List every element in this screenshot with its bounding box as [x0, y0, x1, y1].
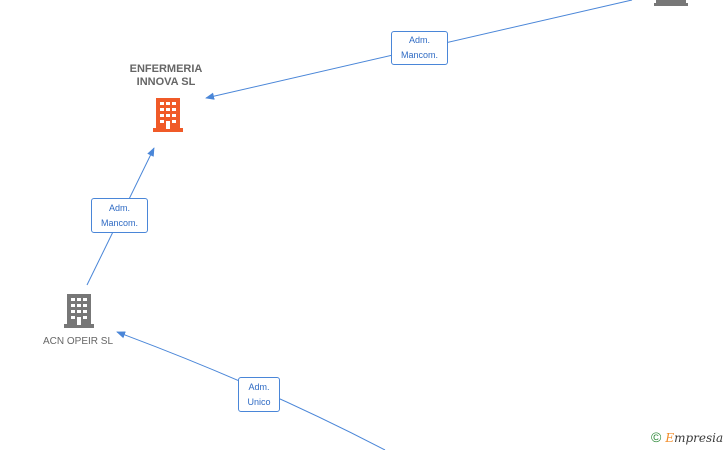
edge-label-topright-enfermeria[interactable]: Adm. Mancom. — [391, 31, 448, 65]
edge-label-line1: Adm. — [248, 382, 270, 392]
brand-name: mpresia — [674, 431, 724, 445]
edge-label-line2: Mancom. — [100, 218, 138, 228]
building-icon-acn[interactable] — [63, 294, 95, 328]
node-label-enfermeria[interactable]: ENFERMERIA INNOVA SL — [129, 63, 203, 88]
empresia-watermark: ©Empresia — [651, 429, 723, 447]
edge-label-line1: Adm. — [408, 35, 430, 45]
edge-label-acn-enfermeria[interactable]: Adm. Mancom. — [91, 198, 148, 233]
edge-label-line1: Adm. — [108, 203, 130, 213]
edge-label-bottom-acn[interactable]: Adm. Unico — [238, 377, 280, 412]
building-icon-top-right[interactable] — [654, 0, 688, 6]
copyright-icon: © — [651, 429, 662, 445]
node-label-acn[interactable]: ACN OPEIR SL — [42, 336, 114, 347]
edge-label-line2: Unico — [247, 397, 271, 407]
brand-initial: E — [665, 431, 675, 445]
building-icon-enfermeria[interactable] — [152, 98, 184, 132]
edge-label-line2: Mancom. — [400, 50, 438, 60]
